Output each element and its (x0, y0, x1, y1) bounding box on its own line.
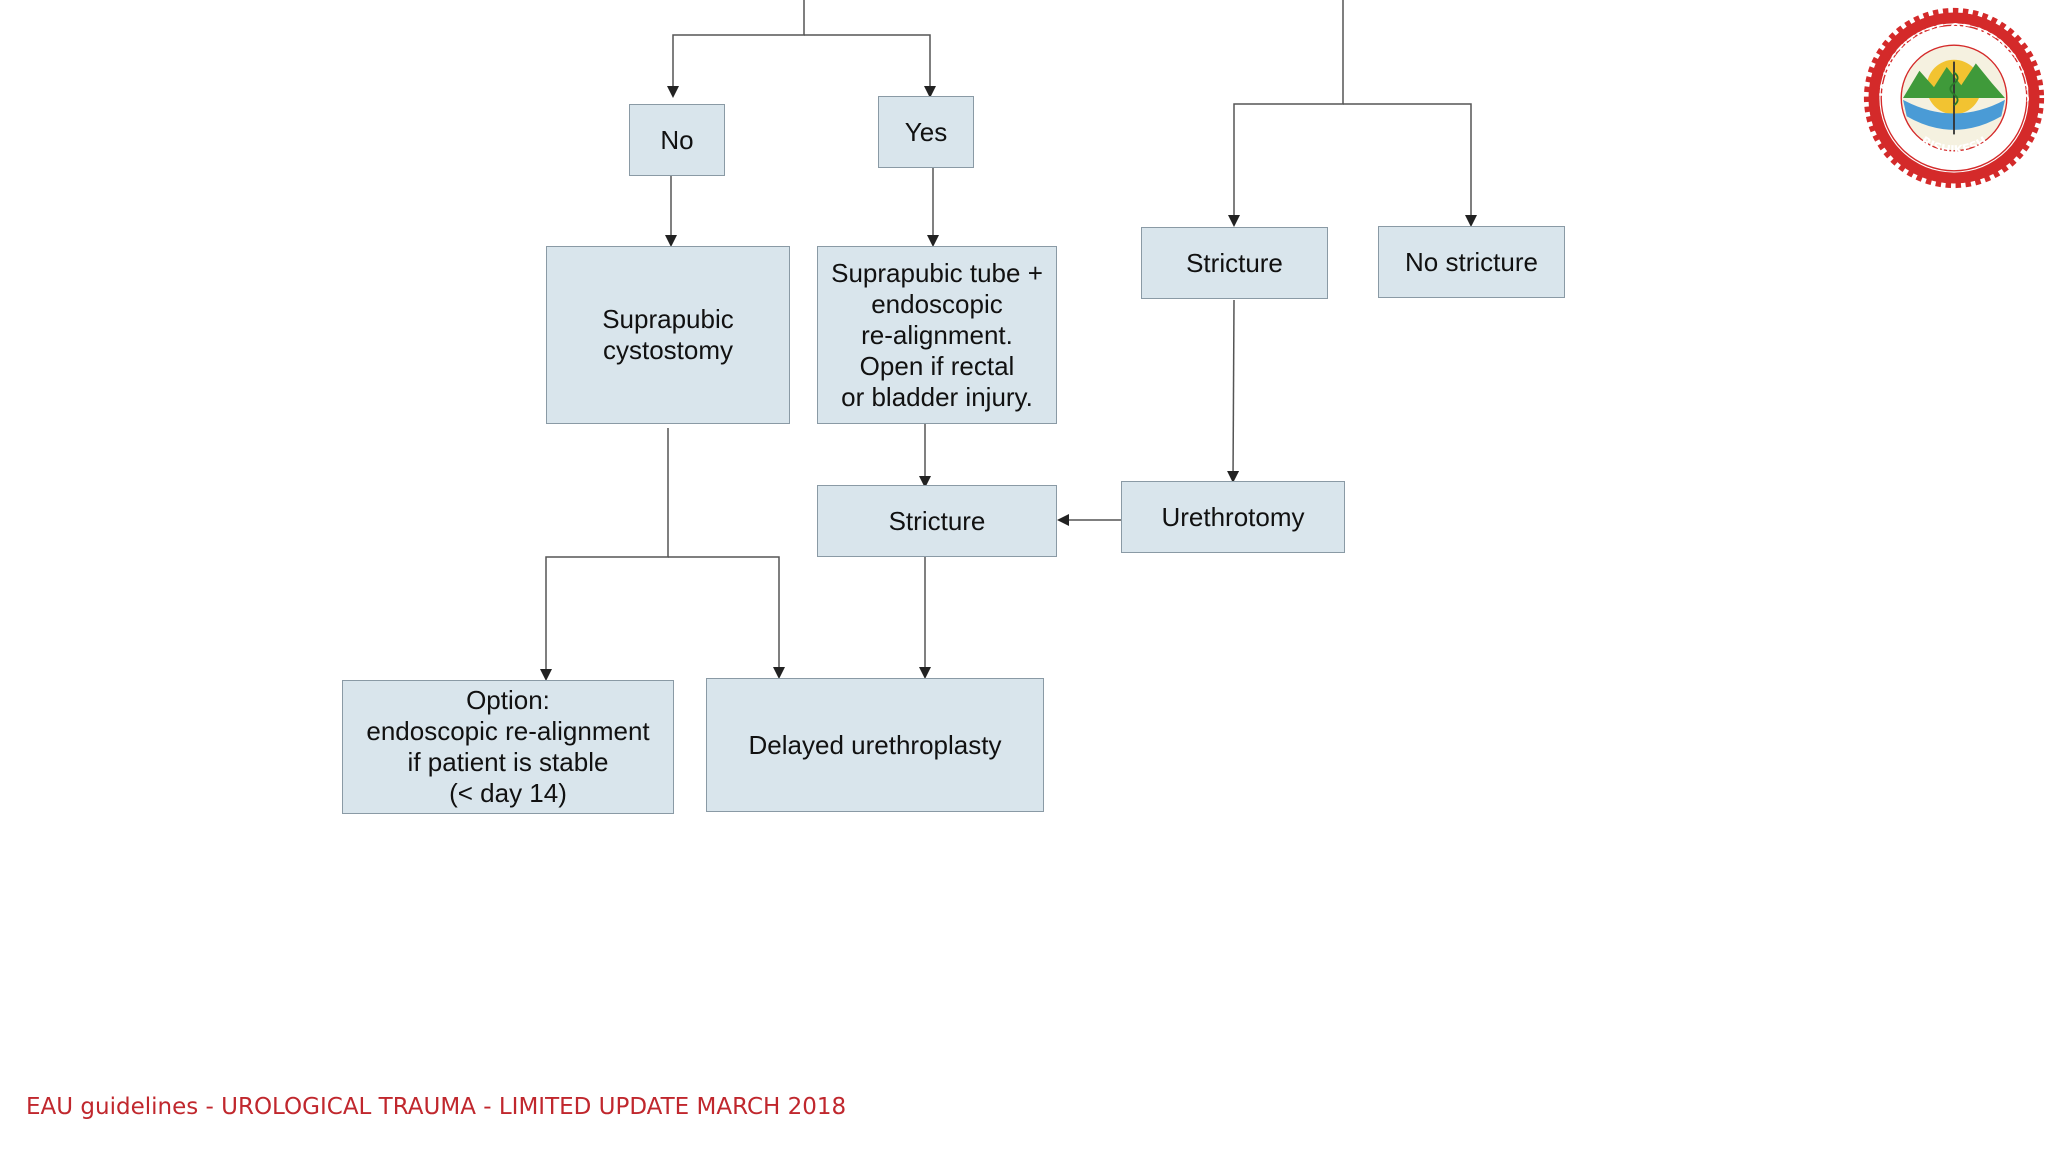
node-delayed-urethroplasty: Delayed urethroplasty (706, 678, 1044, 812)
aiims-rishikesh-logo: ALL INDIA INSTITUTE OF MEDICAL SCIENCES … (1863, 7, 2045, 189)
node-urethrotomy: Urethrotomy (1121, 481, 1345, 553)
citation-footer: EAU guidelines - UROLOGICAL TRAUMA - LIM… (26, 1094, 847, 1120)
connector-top-split-right (804, 34, 936, 98)
node-stricture-mid: Stricture (817, 485, 1057, 557)
connector-stricture-to-urethrotomy (1227, 299, 1240, 483)
connector-right-split-left (1228, 0, 1344, 227)
logo-bottom-text: RISHIKESH (1919, 134, 1990, 157)
node-suprapubic-tube: Suprapubic tube + endoscopic re-alignmen… (817, 246, 1057, 424)
connector-right-split-right (1343, 103, 1477, 227)
logo-emblem (1900, 44, 2008, 152)
node-stricture-right: Stricture (1141, 227, 1328, 299)
node-no-stricture: No stricture (1378, 226, 1565, 298)
node-yes: Yes (878, 96, 974, 168)
node-no: No (629, 104, 725, 176)
connector-top-split (667, 0, 805, 98)
connector-cystostomy-split-left (540, 428, 669, 681)
node-option-endoscopic: Option: endoscopic re-alignment if patie… (342, 680, 674, 814)
connector-cystostomy-split-right (668, 556, 785, 679)
node-suprapubic-cystostomy: Suprapubic cystostomy (546, 246, 790, 424)
svg-text:RISHIKESH: RISHIKESH (1919, 134, 1990, 157)
